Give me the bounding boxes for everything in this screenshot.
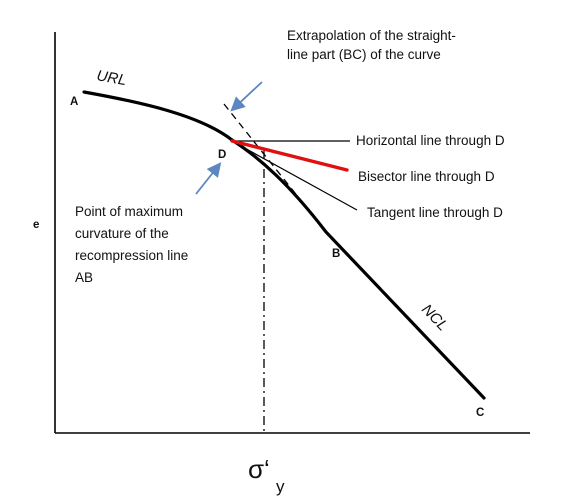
max-curvature-arrow [195,162,222,195]
point-a-label: A [70,96,78,108]
ncl-curve-label: NCL [418,301,451,334]
max-curvature-text-line3: recompression line [75,248,188,263]
max-curvature-text-line1: Point of maximum [75,204,183,219]
extrapolation-line [223,103,327,233]
max-curvature-text-line4: AB [75,270,93,285]
yield-stress-subscript: y [276,477,285,496]
max-curvature-text-line2: curvature of the [75,226,169,241]
tangent-line-through-d [231,140,358,211]
yield-stress-symbol: σ‘ [248,454,270,484]
bisector-line-text: Bisector line through D [358,169,495,184]
bisector-line-through-d [230,139,349,172]
extrapolation-text-line1: Extrapolation of the straight- [287,28,456,43]
horizontal-line-text: Horizontal line through D [356,133,505,148]
extrapolation-arrow [230,81,263,112]
extrapolation-text-line2: line part (BC) of the curve [287,47,441,62]
point-b-label: B [332,248,340,260]
point-d-label: D [218,149,226,161]
tangent-line-text: Tangent line through D [367,205,503,220]
url-curve-label: URL [95,67,128,89]
y-axis-label: e [33,219,39,231]
point-c-label: C [476,407,484,419]
